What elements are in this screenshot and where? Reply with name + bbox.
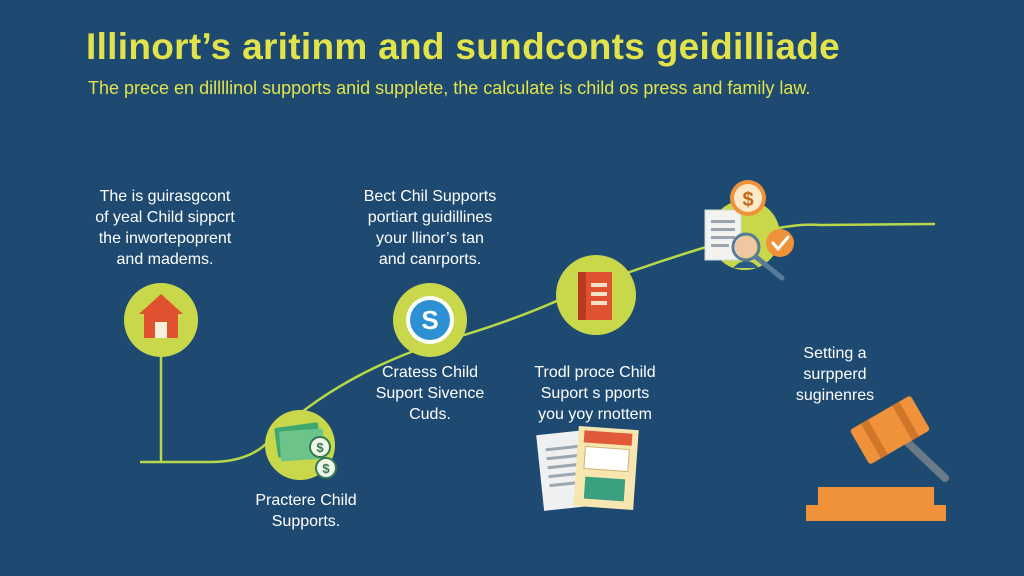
review-documents-icon xyxy=(704,209,785,281)
gavel-icon xyxy=(806,396,949,521)
house-node xyxy=(124,283,198,357)
step-label-home: The is guirasgcont of yeal Child sippcrt… xyxy=(95,188,235,268)
documents-icon xyxy=(536,426,639,511)
step-label-dollar: Bect Chil Supports portiart guidillines … xyxy=(363,188,497,268)
svg-text:$: $ xyxy=(322,461,330,476)
svg-text:$: $ xyxy=(742,189,753,211)
house-icon xyxy=(139,294,183,338)
binder-node xyxy=(556,255,636,335)
step-label-gavel: Setting a surpperd suginenres xyxy=(795,345,875,404)
svg-text:S: S xyxy=(421,305,438,335)
step-label-money: Practere Child Supports. xyxy=(255,492,357,530)
money-node: $ $ xyxy=(265,410,337,480)
page-subtitle: The prece en dillllinol supports anid su… xyxy=(88,78,811,98)
dollar-badge-icon: $ xyxy=(730,180,766,216)
step-label-dollar-lower: Cratess Child Suport Sivence Cuds. xyxy=(375,364,485,423)
check-badge-icon xyxy=(766,229,794,257)
binder-icon xyxy=(578,272,612,320)
svg-text:$: $ xyxy=(316,440,324,455)
dollar-node: S xyxy=(393,283,467,357)
review-node: $ xyxy=(704,180,794,281)
step-label-document: Trodl proce Child Suport s pports you yo… xyxy=(534,364,656,423)
money-bills-icon: $ $ xyxy=(274,422,337,479)
dollar-coin-icon: S xyxy=(406,296,454,344)
page-title: Illinort’s aritinm and sundconts geidill… xyxy=(86,26,840,67)
